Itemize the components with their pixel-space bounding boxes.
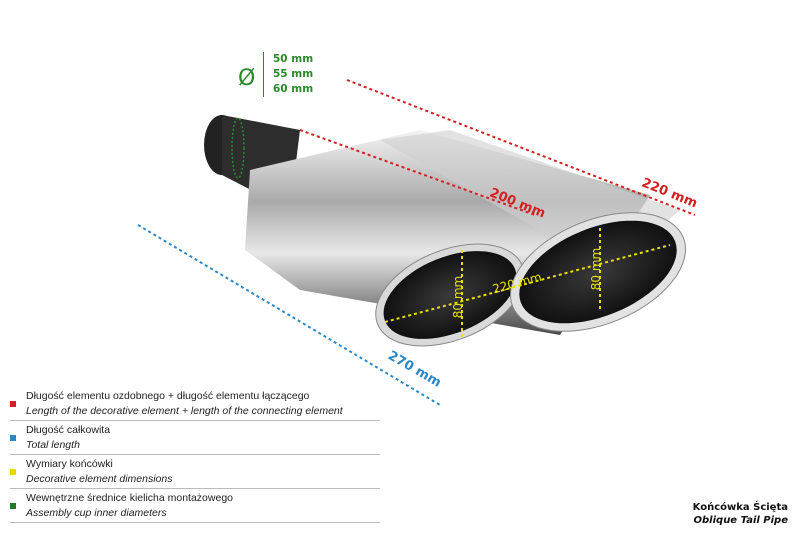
product-title: Końcówka Ścięta Oblique Tail Pipe [693, 501, 788, 527]
yellow-width-line [384, 244, 671, 323]
legend-pl: Długość elementu ozdobnego + długość ele… [26, 390, 310, 402]
legend-pl: Wewnętrzne średnice kielicha montażowego [26, 492, 233, 504]
left-tip [375, 243, 525, 347]
legend-item-green: Wewnętrzne średnice kielicha montażowego… [10, 489, 380, 523]
legend-pl: Wymiary końcówki [26, 458, 113, 470]
right-tip [510, 212, 686, 332]
legend-en: Length of the decorative element + lengt… [26, 405, 343, 417]
legend-en: Assembly cup inner diameters [26, 507, 167, 519]
red-dim-line-220 [346, 79, 696, 216]
blue-square-icon [10, 435, 16, 441]
diameter-values: 50 mm 55 mm 60 mm [263, 52, 313, 97]
product-title-en: Oblique Tail Pipe [693, 515, 788, 526]
blue-dim-line-270 [137, 224, 441, 406]
green-square-icon [10, 503, 16, 509]
legend-en: Total length [26, 439, 80, 451]
legend-item-red: Długość elementu ozdobnego + długość ele… [10, 387, 380, 421]
diameter-value: 60 mm [273, 83, 314, 95]
dim-label-80-left: 80 mm [451, 275, 466, 319]
green-cup-marker [231, 117, 245, 179]
legend: Długość elementu ozdobnego + długość ele… [10, 387, 450, 523]
dim-label-80-right: 80 mm [589, 247, 604, 291]
diameter-value: 50 mm [273, 53, 314, 65]
diameter-icon: Ø [238, 66, 256, 91]
legend-en: Decorative element dimensions [26, 473, 173, 485]
red-square-icon [10, 401, 16, 407]
yellow-square-icon [10, 469, 16, 475]
product-title-pl: Końcówka Ścięta [692, 502, 788, 513]
legend-pl: Długość całkowita [26, 424, 111, 436]
diameter-value: 55 mm [273, 68, 314, 80]
